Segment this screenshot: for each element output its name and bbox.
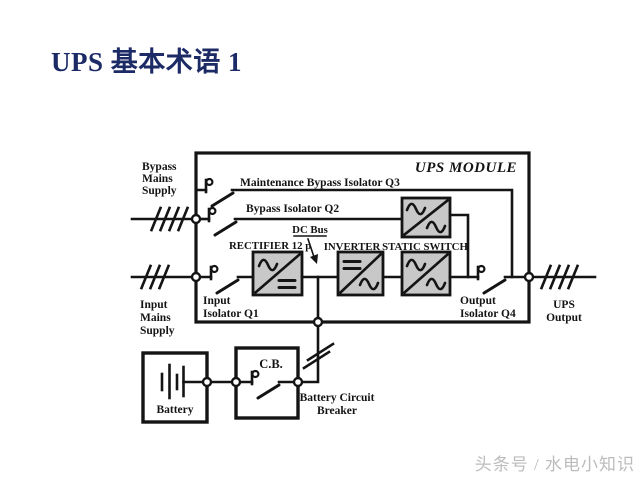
battery-cell-icon (160, 363, 185, 400)
ups-module-label: UPS MODULE (415, 160, 517, 176)
bypass-mains-line (130, 206, 198, 232)
isolator-q1-label-2: Isolator Q1 (203, 308, 259, 320)
input-supply-label: Input Mains Supply (140, 299, 175, 337)
static-switch-box (400, 250, 452, 297)
svg-text:Output: Output (546, 312, 582, 324)
input-isolator-path: Input Isolator Q1 (194, 264, 259, 320)
isolator-q3-label: Maintenance Bypass Isolator Q3 (240, 177, 400, 189)
battery-disconnect-icon (302, 342, 335, 370)
svg-text:Mains: Mains (140, 312, 171, 324)
dc-bus-label: DC Bus (292, 224, 328, 236)
isolator-q1-label-1: Input (203, 295, 231, 307)
watermark: 头条号 / 水电小知识 (474, 455, 635, 474)
svg-text:Input: Input (140, 299, 168, 311)
dc-bus-arrow (306, 237, 316, 259)
isolator-q4-label-2: Isolator Q4 (460, 308, 516, 320)
cb-label: C.B. (259, 357, 283, 371)
battery-branch (296, 275, 335, 384)
battery-breaker-box: C.B. (234, 346, 300, 420)
isolator-q3-switch-icon (204, 177, 235, 208)
svg-text:Mains: Mains (142, 173, 173, 185)
svg-text:Breaker: Breaker (317, 405, 357, 417)
bypass-static-switch-box (400, 196, 452, 239)
battery-breaker-label: Battery Circuit Breaker (300, 392, 375, 417)
svg-text:Bypass: Bypass (142, 161, 177, 173)
page-title: UPS 基本术语 1 (51, 47, 243, 77)
battery-box: Battery (141, 351, 238, 424)
inverter-box (336, 250, 385, 297)
dc-bus-arrowhead (310, 254, 318, 264)
battery-label: Battery (156, 404, 193, 416)
junction-dots (190, 213, 535, 388)
dc-bus: DC Bus (292, 224, 340, 279)
ups-output-label: UPS Output (546, 299, 582, 324)
isolator-q1-switch-icon (209, 264, 240, 295)
svg-text:Battery Circuit: Battery Circuit (300, 392, 375, 404)
isolator-q2-label: Bypass Isolator Q2 (246, 203, 339, 215)
bypass-supply-label: Bypass Mains Supply (142, 161, 177, 197)
inverter-label: INVERTER (324, 241, 381, 253)
output-isolator-path: Output Isolator Q4 (448, 264, 597, 320)
maintenance-bypass-path: Maintenance Bypass Isolator Q3 (194, 177, 514, 279)
isolator-q4-label-1: Output (460, 295, 496, 307)
ups-module-box (194, 151, 531, 324)
isolator-q4-switch-icon (476, 264, 507, 295)
isolator-q2-switch-icon (207, 206, 238, 237)
rectifier-label: RECTIFIER 12 p (229, 240, 311, 252)
svg-text:UPS: UPS (553, 299, 575, 311)
svg-text:Supply: Supply (140, 325, 175, 337)
svg-text:Supply: Supply (142, 185, 177, 197)
input-mains-line (130, 264, 198, 290)
input-hatch-icon (140, 264, 170, 290)
static-switch-label: STATIC SWITCH (382, 241, 468, 253)
rectifier-box (251, 250, 304, 297)
